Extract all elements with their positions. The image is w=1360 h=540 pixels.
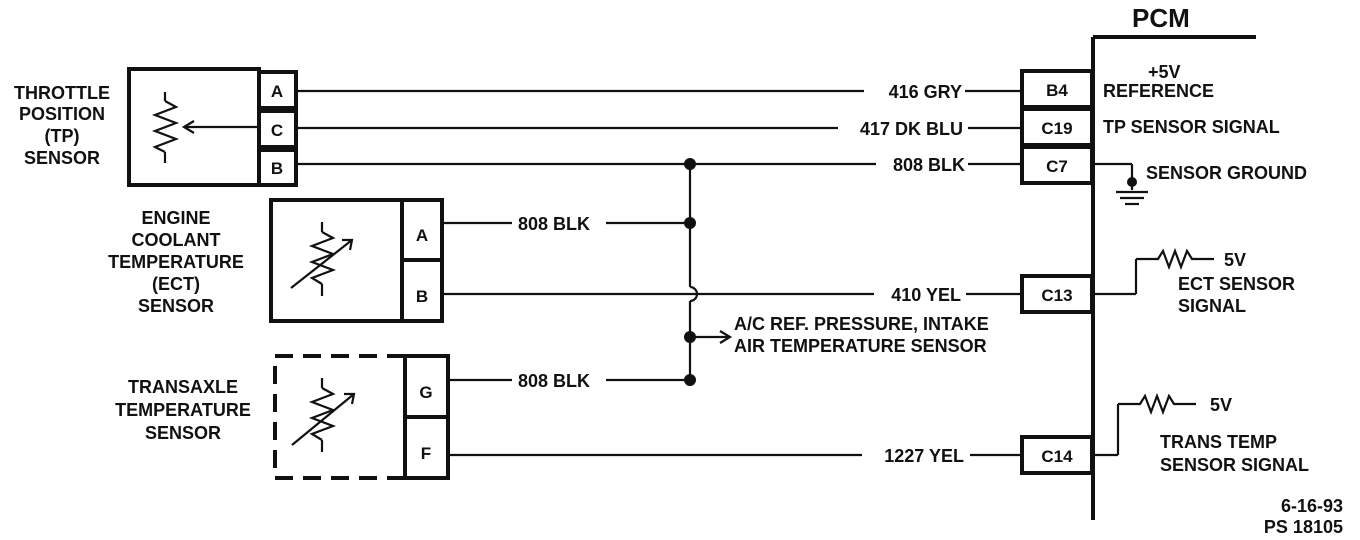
pcm-sensor-ground-label: SENSOR GROUND	[1146, 163, 1307, 183]
trans-sensor-label-2: TEMPERATURE	[115, 400, 251, 420]
pcm-terminal-c13-label: C13	[1041, 286, 1072, 305]
ect-sensor-body	[269, 198, 404, 323]
splice-node	[684, 158, 696, 170]
trans-sensor-label-1: TRANSAXLE	[128, 377, 238, 397]
potentiometer-icon	[151, 92, 259, 163]
wire-1227-label: 1227 YEL	[884, 446, 964, 466]
tp-pin-b-label: B	[271, 159, 283, 178]
wire-416-label: 416 GRY	[889, 82, 962, 102]
ect-sensor: ENGINE COOLANT TEMPERATURE (ECT) SENSOR …	[108, 198, 444, 323]
wire-808-top-label: 808 BLK	[893, 155, 965, 175]
wire-808-trans-label: 808 BLK	[518, 371, 590, 391]
ac-ref-label-1: A/C REF. PRESSURE, INTAKE	[734, 314, 989, 334]
wire-808-ect-label: 808 BLK	[518, 214, 590, 234]
ect-sensor-signal-label-2: SIGNAL	[1178, 296, 1246, 316]
ground-icon	[1093, 162, 1148, 206]
pcm-terminal-c7-label: C7	[1046, 157, 1068, 176]
pcm-terminal-b4-label: B4	[1046, 81, 1068, 100]
trans-pin-f-label: F	[421, 444, 431, 463]
ect-pullup-resistor-icon	[1093, 247, 1214, 296]
trans-pin-g-label: G	[419, 383, 432, 402]
tp-sensor-label-3: (TP)	[45, 126, 80, 146]
ect-sensor-label-1: ENGINE	[141, 208, 210, 228]
pcm-reference-label: REFERENCE	[1103, 81, 1214, 101]
pcm-title: PCM	[1132, 3, 1190, 33]
pcm-terminal-c14	[1020, 435, 1094, 475]
wires: 416 GRY 417 DK BLU 808 BLK 808 BLK 410 Y…	[296, 82, 1022, 466]
thermistor-icon	[291, 378, 356, 452]
diagram-date: 6-16-93	[1281, 496, 1343, 516]
arrow-right-icon	[719, 330, 733, 344]
tp-sensor-label-4: SENSOR	[24, 148, 100, 168]
tp-pin-b	[257, 148, 298, 187]
wire-410-label: 410 YEL	[891, 285, 961, 305]
trans-temp-signal-label-1: TRANS TEMP	[1160, 432, 1277, 452]
ect-sensor-label-3: TEMPERATURE	[108, 252, 244, 272]
tp-sensor-label-2: POSITION	[19, 104, 105, 124]
ect-pin-b	[400, 258, 444, 323]
ect-pin-b-label: B	[416, 287, 428, 306]
ac-ref-label-2: AIR TEMPERATURE SENSOR	[734, 336, 987, 356]
diagram-code: PS 18105	[1264, 517, 1343, 537]
pcm-tp-signal-label: TP SENSOR SIGNAL	[1103, 117, 1280, 137]
trans-pin-f	[403, 415, 450, 480]
trans-sensor-label-3: SENSOR	[145, 423, 221, 443]
pcm-terminal-c19	[1020, 107, 1094, 147]
ect-sensor-label-5: SENSOR	[138, 296, 214, 316]
tp-sensor: THROTTLE POSITION (TP) SENSOR A C B	[14, 67, 298, 187]
transaxle-temp-sensor: TRANSAXLE TEMPERATURE SENSOR G F	[115, 354, 450, 480]
ect-sensor-label-4: (ECT)	[152, 274, 200, 294]
trans-pullup-5v: 5V	[1210, 395, 1232, 415]
pcm-terminal-c19-label: C19	[1041, 119, 1072, 138]
ect-sensor-label-2: COOLANT	[132, 230, 221, 250]
ect-pullup-5v: 5V	[1224, 250, 1246, 270]
tp-sensor-label-1: THROTTLE	[14, 83, 110, 103]
trans-temp-signal-label-2: SENSOR SIGNAL	[1160, 455, 1309, 475]
tp-pin-c-label: C	[271, 121, 283, 140]
pcm-ref-5v: +5V	[1148, 62, 1181, 82]
ect-pin-a-label: A	[416, 226, 428, 245]
pcm-module: PCM B4 C19 C7 C13 C14 +5V REFERENCE TP S…	[1020, 3, 1309, 520]
ect-sensor-signal-label-1: ECT SENSOR	[1178, 274, 1295, 294]
tp-pin-a-label: A	[271, 82, 283, 101]
thermistor-icon	[290, 222, 354, 296]
wire-417-label: 417 DK BLU	[860, 119, 963, 139]
pcm-terminal-c14-label: C14	[1041, 447, 1073, 466]
trans-sensor-body	[273, 354, 407, 480]
trans-pullup-resistor-icon	[1093, 392, 1196, 457]
